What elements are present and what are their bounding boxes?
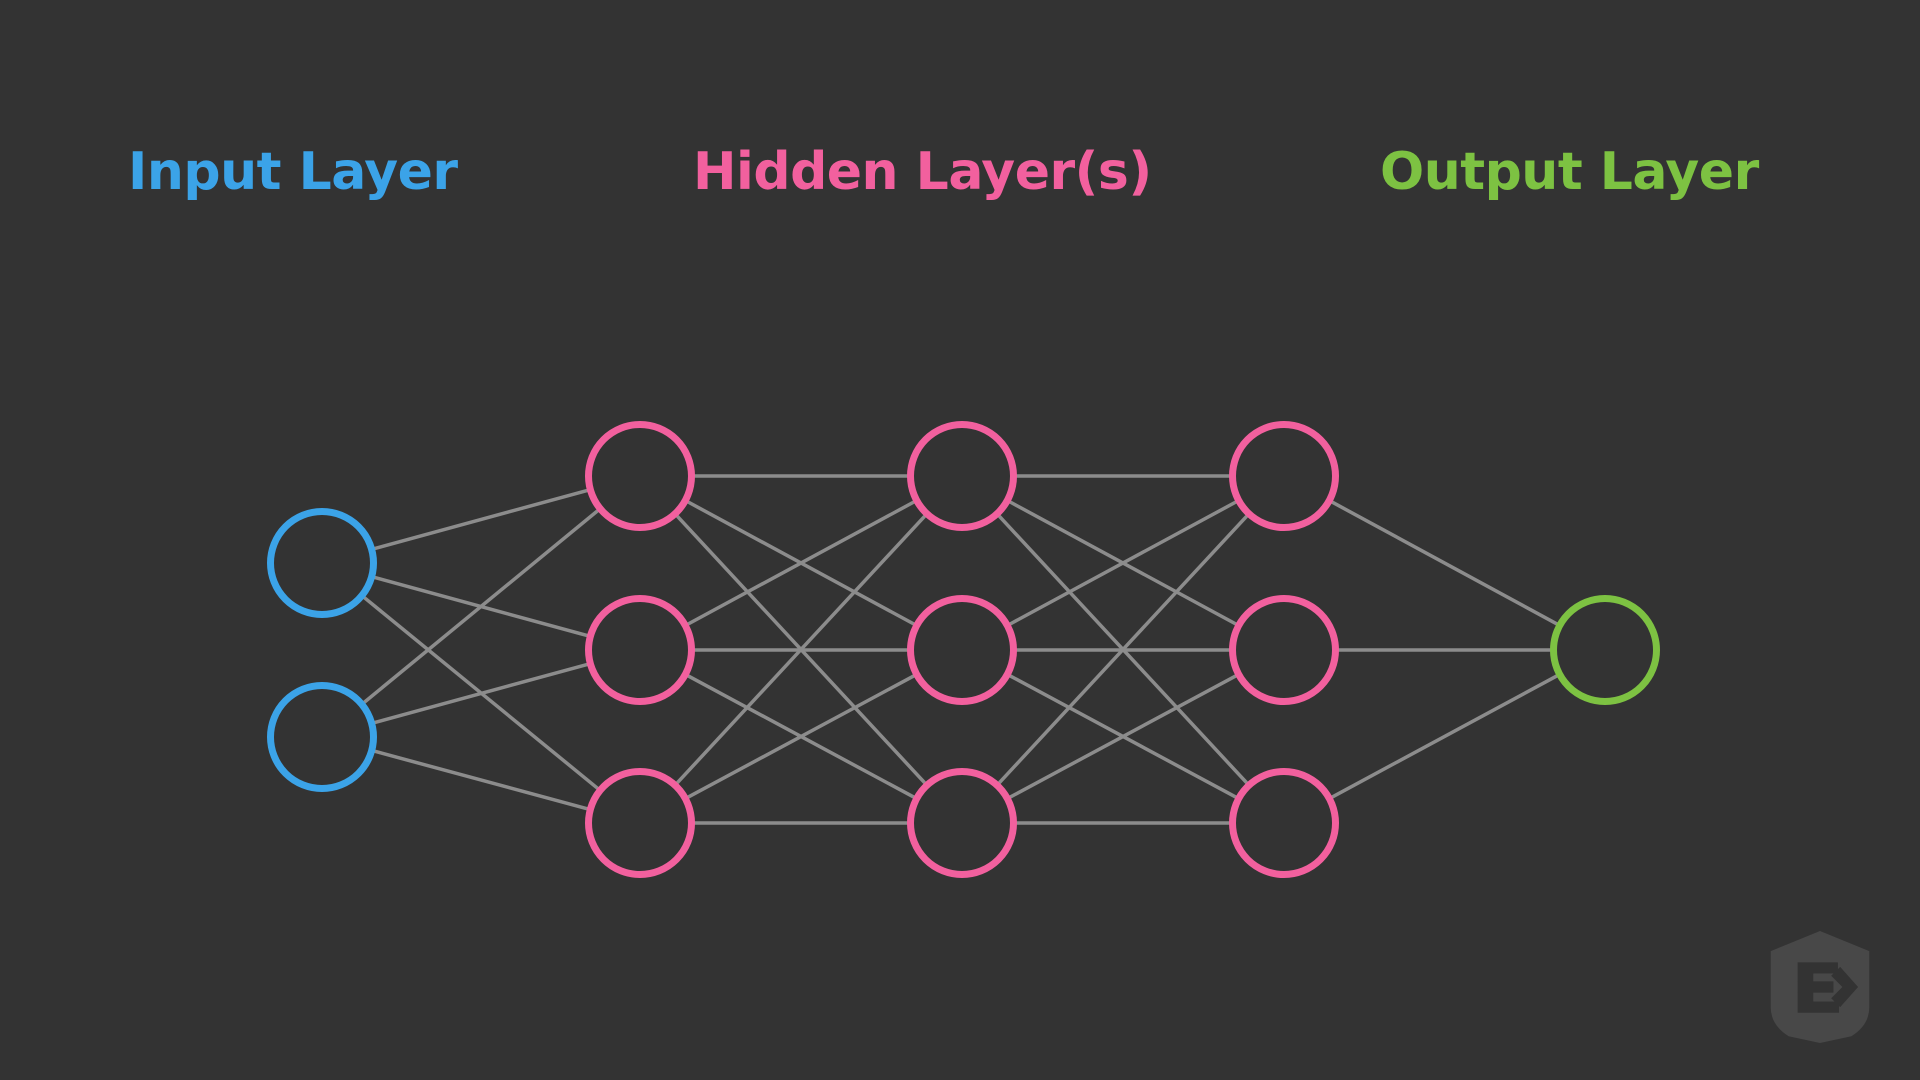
neuron-h2_1 — [907, 421, 1017, 531]
neuron-o1 — [1550, 595, 1660, 705]
edge-i2-h1_2 — [373, 662, 589, 725]
neuron-h3_1 — [1229, 421, 1339, 531]
neuron-h1_1 — [585, 421, 695, 531]
neuron-h1_2 — [585, 595, 695, 705]
edge-h1_3-h2_2 — [686, 674, 916, 799]
edge-h1_3-h2_1 — [675, 514, 927, 785]
edge-i1-h1_1 — [373, 488, 589, 551]
edge-group — [362, 474, 1559, 825]
edge-h2_2-h3_1 — [1008, 500, 1238, 626]
neuron-h2_2 — [907, 595, 1017, 705]
neuron-h1_3 — [585, 768, 695, 878]
edge-h1_2-h2_1 — [686, 500, 916, 626]
neuron-h3_2 — [1229, 595, 1339, 705]
edge-h3_1-o1 — [1330, 500, 1559, 626]
edge-i2-h1_3 — [373, 749, 589, 811]
edge-h3_3-o1 — [1330, 674, 1559, 799]
edge-h2_3-h3_2 — [1008, 674, 1238, 799]
neuron-i1 — [267, 508, 377, 618]
neuron-h3_3 — [1229, 768, 1339, 878]
node-group — [267, 421, 1660, 878]
neuron-h2_3 — [907, 768, 1017, 878]
edge-i2-h1_1 — [362, 509, 600, 704]
edge-h2_3-h3_1 — [997, 514, 1249, 785]
neuron-i2 — [267, 682, 377, 792]
